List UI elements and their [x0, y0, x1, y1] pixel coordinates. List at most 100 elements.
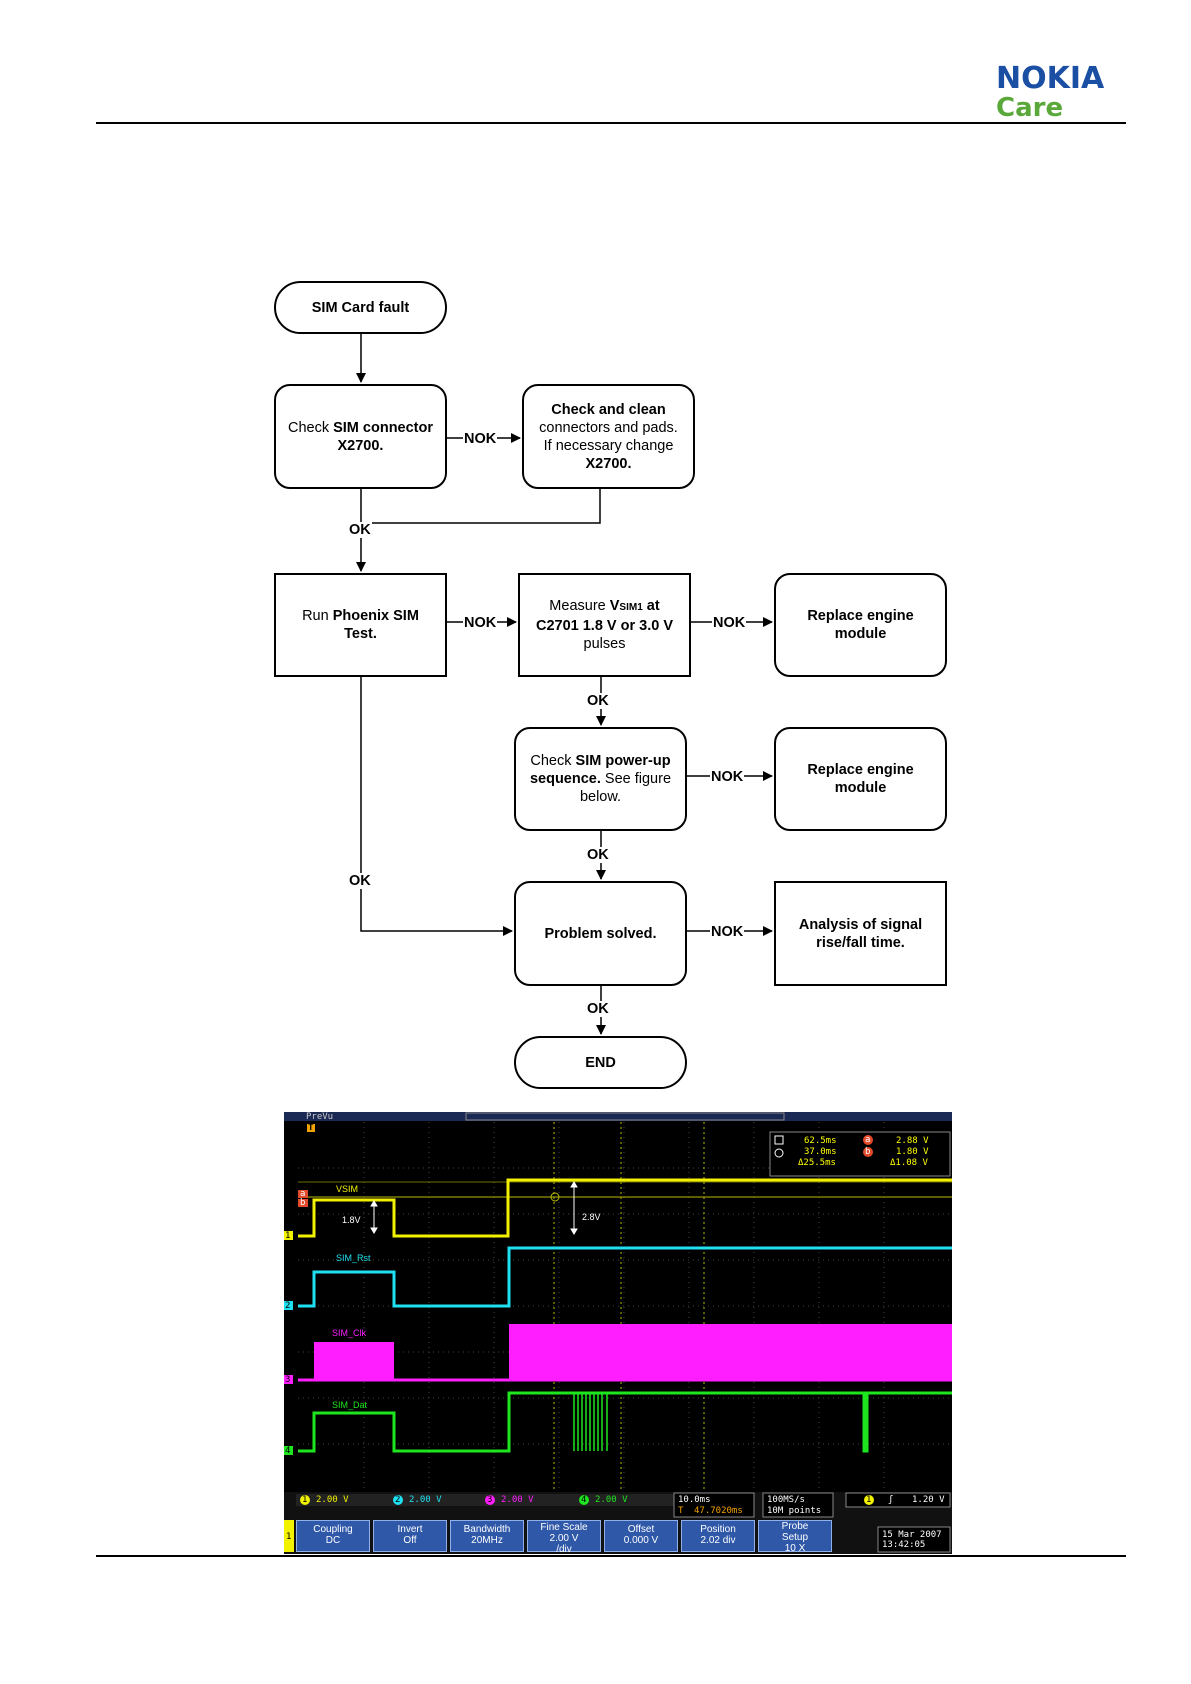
sim-rst-label: SIM_Rst: [336, 1253, 371, 1263]
clean-line3: If necessary change: [543, 437, 674, 454]
cursor-volt-a: 2.88 V: [896, 1136, 929, 1146]
vsim-label: VSIM: [336, 1184, 359, 1194]
ch2-scale: 2.00 V: [409, 1495, 442, 1505]
end-label: END: [585, 1054, 616, 1071]
problem-solved-label: Problem solved.: [544, 925, 657, 942]
trigger-channel: 1: [866, 1495, 872, 1505]
softkey-bandwidth-value: 20MHz: [471, 1535, 503, 1546]
trigger-marker: T: [308, 1123, 314, 1133]
problem-solved-box: Problem solved.: [514, 881, 687, 986]
measure-text: Measure VSIM1 at C2701 1.8 V or 3.0 V pu…: [536, 597, 673, 653]
analysis-label: Analysis of signal rise/fall time.: [798, 916, 923, 951]
care-logo: Care: [996, 93, 1064, 123]
run-test-bold2: Test.: [344, 626, 377, 642]
powerup-line3: below.: [579, 789, 622, 805]
measure-v: V: [609, 598, 620, 614]
nok-label-3: NOK: [712, 615, 747, 631]
ch2-scale-num: 2: [395, 1495, 401, 1505]
prevu-label: PreVu: [306, 1112, 334, 1122]
scope-time: 13:42:05: [882, 1540, 926, 1550]
nok-label-1: NOK: [463, 431, 498, 447]
delta-time: Δ25.5ms: [798, 1158, 836, 1168]
replace-engine-box-1: Replace engine module: [774, 573, 947, 677]
softkey-offset-value: 0.000 V: [623, 1535, 659, 1546]
powerup-post: See figure: [600, 771, 672, 787]
marker-a: a: [865, 1135, 871, 1145]
nokia-logo: NOKIA: [996, 61, 1105, 96]
analysis-box: Analysis of signal rise/fall time.: [774, 881, 947, 986]
sim-clk-label: SIM_Clk: [332, 1328, 367, 1338]
ch4-scale: 2.00 V: [595, 1495, 628, 1505]
clean-connectors-box: Check and clean connectors and pads. If …: [522, 384, 695, 489]
replace-engine-label-1: Replace engine module: [807, 608, 914, 642]
powerup-bold2: sequence.: [529, 771, 601, 787]
check-powerup-box: Check SIM power-up sequence. See figure …: [514, 727, 687, 831]
cursor-time-a: 62.5ms: [804, 1136, 837, 1146]
check-connector-box: Check SIM connector X2700.: [274, 384, 447, 489]
ok-label-1: OK: [348, 522, 372, 538]
clean-connectors-text: Check and clean connectors and pads. If …: [539, 401, 678, 473]
ch3-ground-num: 3: [285, 1375, 291, 1385]
check-connector-pre: Check: [287, 419, 334, 436]
sim-dat-label: SIM_Dat: [332, 1400, 368, 1410]
replace-engine-box-2: Replace engine module: [774, 727, 947, 831]
check-powerup-text: Check SIM power-up sequence. See figure …: [530, 752, 671, 806]
check-connector-bold1: SIM connector: [333, 419, 434, 436]
trigger-slope-icon: ʃ: [888, 1495, 894, 1505]
marker-b: b: [865, 1147, 871, 1157]
timebase-div: 10.0ms: [678, 1495, 711, 1505]
softkey-fine-scale-title: Fine Scale: [540, 1522, 588, 1533]
check-connector-bold2: X2700.: [337, 437, 384, 454]
measure-at: at: [642, 598, 660, 614]
active-channel-tab[interactable]: 1: [286, 1532, 292, 1542]
softkey-position-title: Position: [700, 1524, 736, 1535]
cursor-volt-b: 1.80 V: [896, 1147, 929, 1157]
softkey-probe-setup-value: 10 X: [784, 1543, 806, 1554]
ch4-ground-num: 4: [285, 1446, 291, 1456]
sample-rate: 100MS/s: [767, 1495, 805, 1505]
measure-pre: Measure: [549, 598, 610, 614]
softkey-position-value: 2.02 div: [700, 1535, 736, 1546]
end-box: END: [514, 1036, 687, 1089]
softkey-coupling-title: Coupling: [313, 1524, 353, 1535]
record-length: 10M points: [767, 1506, 822, 1516]
ch2-ground-num: 2: [285, 1301, 291, 1311]
start-label: SIM Card fault: [311, 299, 410, 316]
softkey-fine-scale-value: 2.00 V /div: [549, 1533, 579, 1554]
annotation-2-8v: 2.8V: [582, 1212, 601, 1222]
run-test-pre: Run: [302, 608, 333, 624]
ok-label-5: OK: [586, 1001, 610, 1017]
trigger-position: 47.7020ms: [694, 1506, 743, 1516]
clean-bold1: Check and clean: [551, 401, 666, 418]
softkey-coupling-value: DC: [325, 1535, 341, 1546]
header-rule: [96, 122, 1126, 124]
scope-graticule: [284, 1112, 952, 1554]
cursor-marker-a: a: [300, 1189, 306, 1199]
softkey-probe-setup-title: Probe Setup: [781, 1521, 809, 1543]
softkey-bandwidth-title: Bandwidth: [463, 1524, 511, 1535]
ok-label-4: OK: [348, 873, 372, 889]
cursor-time-b: 37.0ms: [804, 1147, 837, 1157]
softkey-offset-title: Offset: [627, 1524, 655, 1535]
measure-line3: pulses: [583, 636, 626, 652]
ch3-scale-num: 3: [487, 1495, 493, 1505]
trigger-position-marker: T: [678, 1506, 684, 1516]
ok-label-3: OK: [586, 847, 610, 863]
powerup-bold1: SIM power-up: [575, 753, 671, 769]
annotation-1-8v: 1.8V: [342, 1215, 361, 1225]
ch4-scale-num: 4: [581, 1495, 587, 1505]
softkey-invert-title: Invert: [397, 1524, 423, 1535]
nok-label-4: NOK: [710, 769, 745, 785]
nok-label-2: NOK: [463, 615, 498, 631]
run-test-bold1: Phoenix SIM: [332, 608, 419, 624]
clean-bold2: X2700.: [585, 455, 632, 472]
ch1-scale-num: 1: [302, 1495, 308, 1505]
ok-label-2: OK: [586, 693, 610, 709]
